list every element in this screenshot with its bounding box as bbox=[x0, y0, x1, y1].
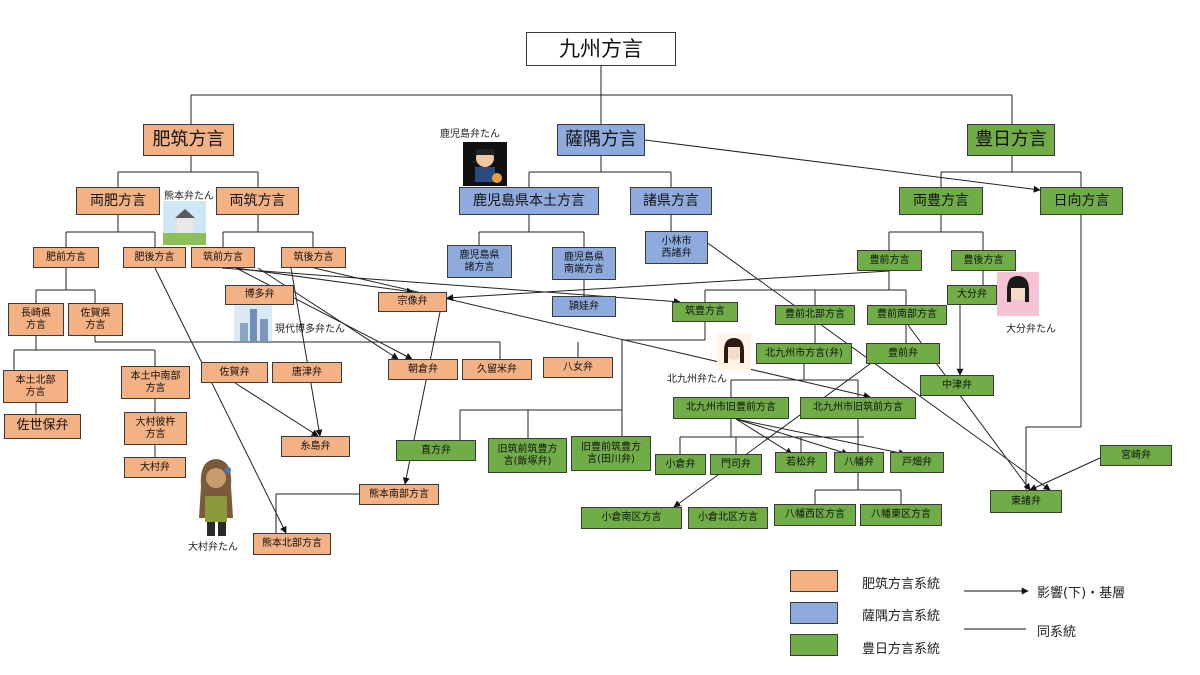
legend-swatch-satsugu bbox=[790, 602, 838, 624]
node-morokata: 諸県方言 bbox=[630, 187, 712, 215]
node-kagoshima-hondo: 鹿児島県本土方言 bbox=[459, 187, 599, 215]
node-ryochiku: 両筑方言 bbox=[216, 187, 299, 215]
node-ei: 頴娃弁 bbox=[552, 296, 616, 317]
node-saga-ben: 佐賀弁 bbox=[201, 362, 268, 383]
node-kagoshima-nansatsu: 鹿児島県 南端方言 bbox=[552, 247, 616, 280]
node-yahata-west: 八幡西区方言 bbox=[774, 504, 856, 526]
gendai-hakata-character-image bbox=[234, 305, 272, 341]
node-chikuzen: 筑前方言 bbox=[191, 247, 255, 268]
node-kitakyushu-chikuzen: 北九州市旧筑前方言 bbox=[800, 397, 916, 419]
node-hoyo: 豊日方言 bbox=[967, 124, 1055, 156]
node-hondo-north: 本土北部 方言 bbox=[3, 370, 68, 403]
node-kyu-chikuzen-chikuho: 旧筑前筑豊方 言(飯塚弁) bbox=[488, 438, 567, 473]
node-omura: 大村弁 bbox=[124, 457, 186, 478]
oita-character-image bbox=[997, 272, 1039, 316]
node-higo: 肥後方言 bbox=[123, 247, 186, 268]
char-label-kitakyushu: 北九州弁たん bbox=[667, 374, 727, 385]
node-kitakyushu-dialect: 北九州市方言(弁) bbox=[756, 343, 852, 364]
node-sasebo: 佐世保弁 bbox=[4, 414, 81, 439]
legend-label-hoyo: 豊日方言系統 bbox=[862, 642, 941, 657]
node-nogata: 直方弁 bbox=[396, 440, 476, 461]
char-label-omura: 大村弁たん bbox=[188, 542, 238, 553]
node-chikugo: 筑後方言 bbox=[281, 247, 346, 268]
node-ryohi: 両肥方言 bbox=[76, 187, 160, 215]
legend-label-satsugu: 薩隅方言系統 bbox=[862, 609, 941, 624]
char-label-kagoshima: 鹿児島弁たん bbox=[440, 129, 500, 140]
node-karatsu: 唐津弁 bbox=[272, 362, 342, 383]
node-asakura: 朝倉弁 bbox=[388, 359, 458, 380]
node-kumamoto-north: 熊本北部方言 bbox=[253, 533, 331, 555]
node-buzen: 豊前方言 bbox=[857, 250, 922, 271]
legend-swatch-hichiku bbox=[790, 570, 838, 592]
node-munakata: 宗像弁 bbox=[378, 292, 447, 312]
node-tobata: 戸畑弁 bbox=[890, 452, 944, 473]
char-label-oita: 大分弁たん bbox=[1006, 324, 1056, 335]
kagoshima-character-image bbox=[463, 142, 507, 186]
node-bungo: 豊後方言 bbox=[951, 250, 1016, 271]
node-hondo-central: 本土中南部 方言 bbox=[121, 366, 190, 399]
node-hichiku: 肥筑方言 bbox=[143, 124, 234, 156]
node-kyushu: 九州方言 bbox=[526, 32, 676, 66]
node-kumamoto-south: 熊本南部方言 bbox=[359, 484, 439, 505]
legend-label-hichiku: 肥筑方言系統 bbox=[862, 577, 941, 592]
node-itoshima: 糸島弁 bbox=[281, 436, 350, 457]
kitakyushu-character-image bbox=[717, 333, 751, 370]
legend-label-arrow: 影響(下)・基層 bbox=[1037, 586, 1126, 601]
node-buzen-north: 豊前北部方言 bbox=[775, 305, 855, 325]
node-hyuga: 日向方言 bbox=[1040, 187, 1123, 215]
legend-swatch-hoyo bbox=[790, 634, 838, 656]
node-buzen-south: 豊前南部方言 bbox=[867, 305, 947, 325]
node-yame: 八女弁 bbox=[543, 357, 613, 378]
legend-line-samples bbox=[964, 587, 1029, 630]
node-kagoshima-morokata: 鹿児島県 諸方言 bbox=[447, 245, 512, 278]
node-yahata: 八幡弁 bbox=[834, 452, 884, 473]
node-omura-sonogi: 大村彼杵 方言 bbox=[124, 412, 187, 445]
char-label-kumamoto: 熊本弁たん bbox=[164, 191, 214, 202]
node-kokura-south: 小倉南区方言 bbox=[581, 507, 682, 529]
node-miyazaki: 宮崎弁 bbox=[1100, 445, 1172, 466]
node-kurume: 久留米弁 bbox=[462, 359, 532, 380]
kumamoto-character-image bbox=[163, 201, 206, 245]
node-hizen: 肥前方言 bbox=[33, 247, 99, 268]
node-buzen-ben: 豊前弁 bbox=[866, 343, 940, 364]
node-yahata-east: 八幡東区方言 bbox=[860, 504, 942, 526]
omura-character-image bbox=[199, 459, 233, 536]
node-kyu-buzen-chikuho: 旧豊前筑豊方 言(田川弁) bbox=[571, 436, 651, 471]
node-kobayashi: 小林市 西諸弁 bbox=[645, 231, 708, 264]
node-saga-pref: 佐賀県 方言 bbox=[68, 303, 123, 336]
node-kokura: 小倉弁 bbox=[655, 454, 706, 475]
node-chikuho: 筑豊方言 bbox=[672, 302, 738, 322]
node-nakatsu: 中津弁 bbox=[920, 375, 994, 396]
node-higashi-morokata: 東諸弁 bbox=[990, 490, 1062, 513]
node-oita: 大分弁 bbox=[947, 285, 997, 305]
node-nagasaki: 長崎県 方言 bbox=[8, 303, 64, 336]
node-kokura-north: 小倉北区方言 bbox=[688, 507, 768, 529]
node-wakamatsu: 若松弁 bbox=[775, 452, 827, 473]
char-label-gendai-hakata: 現代博多弁たん bbox=[275, 324, 345, 335]
node-moji: 門司弁 bbox=[710, 454, 762, 475]
node-ryoho: 両豊方言 bbox=[899, 187, 983, 215]
node-hakata: 博多弁 bbox=[225, 285, 294, 305]
legend-label-line: 同系統 bbox=[1037, 625, 1077, 640]
node-satsugu: 薩隅方言 bbox=[557, 124, 645, 156]
node-kitakyushu-buzen: 北九州市旧豊前方言 bbox=[673, 397, 789, 419]
